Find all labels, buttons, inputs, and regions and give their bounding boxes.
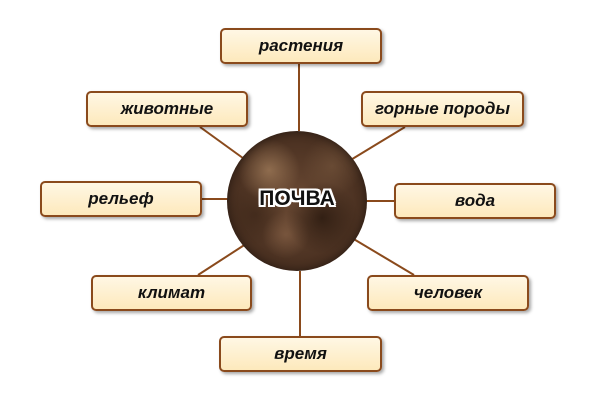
factor-box-voda: вода xyxy=(394,183,556,219)
connector-chelovek xyxy=(351,237,415,276)
connector-zhivotnye xyxy=(199,126,248,162)
soil-label: ПОЧВА xyxy=(259,187,335,210)
factor-box-gornye-porody: горные породы xyxy=(361,91,524,127)
factor-box-klimat: климат xyxy=(91,275,252,311)
factor-box-zhivotnye: животные xyxy=(86,91,248,127)
factor-box-chelovek: человек xyxy=(367,275,529,311)
soil-circle: ПОЧВА xyxy=(227,131,367,271)
factor-box-relef: рельеф xyxy=(40,181,202,217)
connector-klimat xyxy=(197,241,250,276)
factor-box-rasteniya: растения xyxy=(220,28,382,64)
factor-box-vremya: время xyxy=(219,336,382,372)
connector-gornye-porody xyxy=(348,126,406,162)
